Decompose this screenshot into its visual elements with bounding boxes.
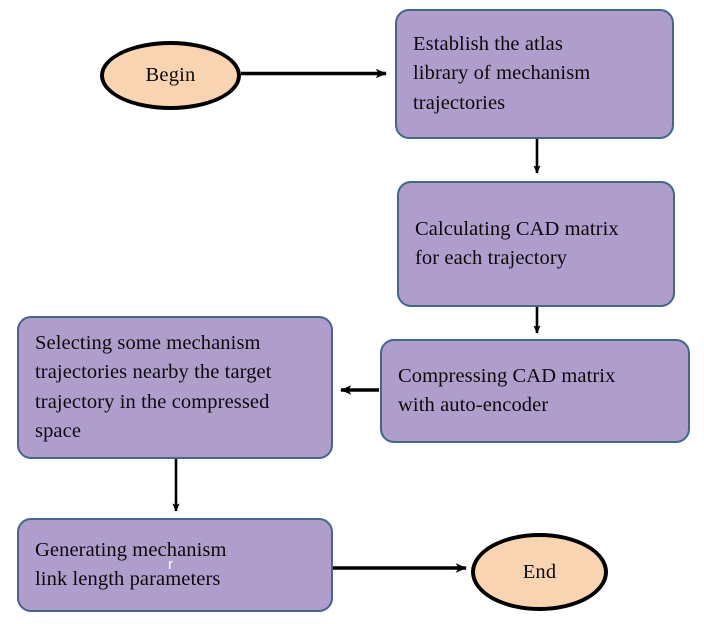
node-calculating-cad[interactable]: Calculating CAD matrix for each trajecto… bbox=[397, 181, 675, 307]
node-establish-atlas[interactable]: Establish the atlas library of mechanism… bbox=[395, 9, 674, 139]
node-selecting-trajectories[interactable]: Selecting some mechanism trajectories ne… bbox=[17, 316, 333, 459]
node-compressing-cad-label: Compressing CAD matrix with auto-encoder bbox=[398, 364, 616, 416]
node-begin-label: Begin bbox=[145, 64, 196, 86]
node-begin[interactable]: Begin bbox=[100, 41, 241, 110]
node-end[interactable]: End bbox=[471, 533, 608, 611]
stray-character-artifact: r bbox=[168, 556, 173, 573]
node-calculating-cad-label: Calculating CAD matrix for each trajecto… bbox=[415, 217, 619, 269]
node-end-label: End bbox=[522, 560, 557, 583]
node-generating-parameters-label: Generating mechanism link length paramet… bbox=[35, 538, 227, 590]
node-generating-parameters[interactable]: Generating mechanism link length paramet… bbox=[17, 518, 333, 612]
node-compressing-cad[interactable]: Compressing CAD matrix with auto-encoder bbox=[380, 339, 690, 443]
node-selecting-trajectories-label: Selecting some mechanism trajectories ne… bbox=[35, 332, 272, 442]
node-establish-atlas-label: Establish the atlas library of mechanism… bbox=[413, 33, 591, 114]
